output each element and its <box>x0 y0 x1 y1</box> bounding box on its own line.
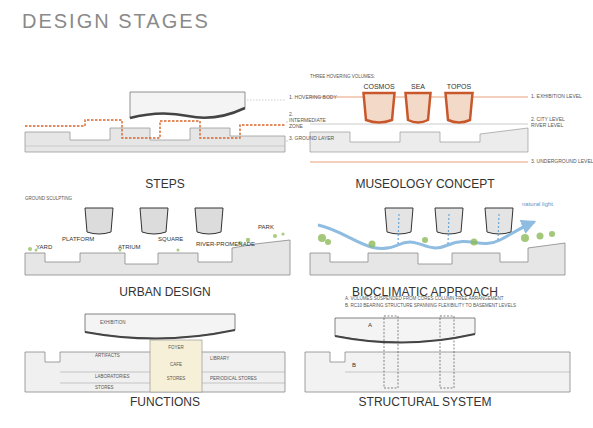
function-label: CAFE <box>170 362 182 367</box>
stage-caption: STRUCTURAL SYSTEM <box>359 396 492 410</box>
place-label: ATRIUM <box>118 244 141 251</box>
hovering-volume: TOPOS <box>444 92 474 124</box>
steps-drawing <box>25 92 288 152</box>
level-label: 2. CITY LEVEL RIVER LEVEL <box>531 117 565 129</box>
page-title: DESIGN STAGES <box>22 10 210 33</box>
stage-caption: FUNCTIONS <box>130 396 200 410</box>
place-label: PLATFORM <box>62 236 94 243</box>
structure-note: A. VOLUMES SUSPENDED FROM CORES COLUMN F… <box>345 296 504 301</box>
stage-caption: MUSEOLOGY CONCEPT <box>355 178 494 192</box>
place-label: SQUARE <box>158 236 183 243</box>
function-label: STORES <box>95 385 113 390</box>
layer-label: 2. INTERMEDIATE ZONE <box>289 112 325 129</box>
functions-drawing <box>25 314 285 392</box>
light-label: natural light <box>522 201 553 208</box>
place-label: PARK <box>258 224 274 231</box>
callout-letter: B <box>352 362 356 369</box>
hovering-volume: COSMOS <box>362 92 396 124</box>
volume-name: SEA <box>411 83 425 91</box>
layer-label: 3. GROUND LAYER <box>289 136 334 142</box>
place-label: YARD <box>36 244 52 251</box>
volume-outline <box>362 92 396 124</box>
urban-drawing <box>25 208 290 275</box>
function-label: STORES <box>167 376 185 381</box>
volume-outline <box>404 92 432 124</box>
note: THREE HOVERING VOLUMES: <box>310 74 375 79</box>
layer-label: 1. HOVERING BODY <box>289 95 337 101</box>
volume-name: TOPOS <box>447 83 471 91</box>
stage-caption: URBAN DESIGN <box>119 286 210 300</box>
level-label: 3. UNDERGROUND LEVEL <box>531 159 593 165</box>
note: GROUND SCULPTING <box>25 196 72 201</box>
volume-outline <box>444 92 474 124</box>
function-label: LABORATORIES <box>95 374 130 379</box>
volume-name: COSMOS <box>363 83 394 91</box>
hovering-volume: SEA <box>404 92 432 124</box>
function-label: FOYER <box>168 345 184 350</box>
callout-letter: A <box>368 322 372 329</box>
function-label: ARTIFACTS <box>95 353 120 358</box>
function-label: PERIODICAL STORES <box>210 376 257 381</box>
stage-caption: STEPS <box>145 178 184 192</box>
place-label: RIVER-PROMENADE <box>196 241 255 248</box>
function-label: EXHIBITION <box>100 320 126 325</box>
level-label: 1. EXHIBITION LEVEL <box>531 94 582 100</box>
structure-note: B. RC10 BEARING STRUCTURE SPANNING FLEXI… <box>345 303 516 308</box>
structural-drawing <box>305 316 570 392</box>
bioclimatic-drawing <box>310 208 565 275</box>
function-label: LIBRARY <box>210 356 229 361</box>
